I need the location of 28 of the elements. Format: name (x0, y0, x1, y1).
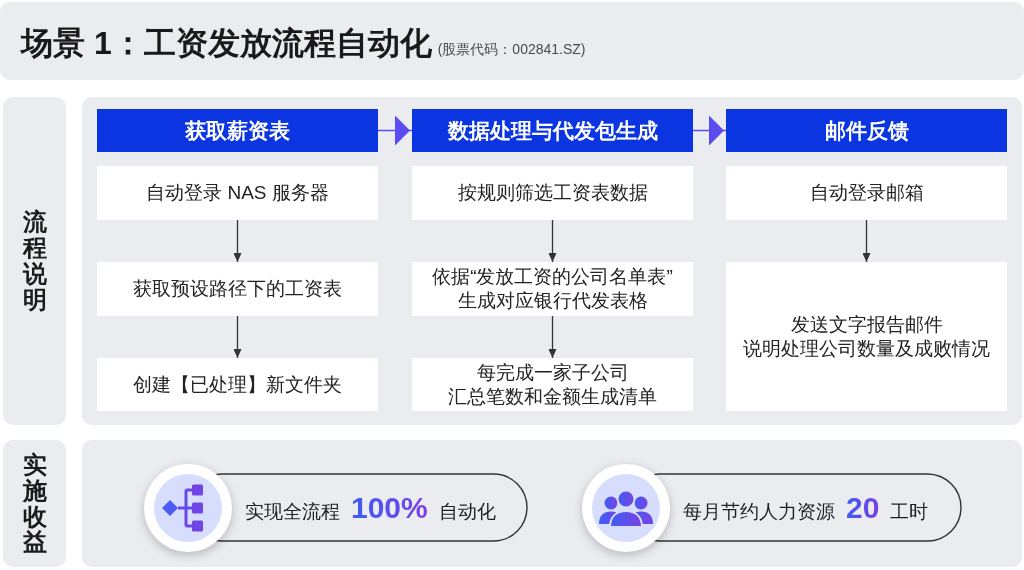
chevron-arrow (377, 115, 413, 146)
step-header: 数据处理与代发包生成 (412, 109, 693, 152)
step-header: 邮件反馈 (726, 109, 1007, 152)
step-box: 获取预设路径下的工资表 (97, 262, 378, 316)
benefit-pill (581, 462, 962, 553)
step-box: 自动登录 NAS 服务器 (97, 166, 378, 220)
step-box: 按规则筛选工资表数据 (412, 166, 693, 220)
arrow (548, 315, 557, 359)
section-tab: 实施收益 (3, 440, 66, 567)
arrow (548, 219, 557, 263)
arrow (233, 219, 242, 263)
step-box: 发送文字报告邮件说明处理公司数量及成败情况 (726, 262, 1007, 411)
content-panel (82, 440, 1022, 567)
benefit-pill (143, 462, 528, 553)
section-tab: 流程说明 (3, 97, 66, 425)
chevron-arrow (692, 115, 727, 146)
step-box: 依据“发放工资的公司名单表”生成对应银行代发表格 (412, 262, 693, 316)
step-header: 获取薪资表 (97, 109, 378, 152)
step-box: 每完成一家子公司汇总笔数和金额生成清单 (412, 358, 693, 411)
benefit-text: 每月节约人力资源 20 工时 (683, 490, 929, 526)
step-box: 创建【已处理】新文件夹 (97, 358, 378, 411)
title: 场景 1：工资发放流程自动化 (21, 27, 432, 59)
stock-code-note: (股票代码：002841.SZ) (437, 41, 586, 59)
step-box: 自动登录邮箱 (726, 166, 1007, 220)
arrow (862, 219, 871, 263)
benefit-text: 实现全流程 100% 自动化 (245, 490, 496, 526)
content-panel (82, 97, 1022, 425)
arrow (233, 315, 242, 359)
